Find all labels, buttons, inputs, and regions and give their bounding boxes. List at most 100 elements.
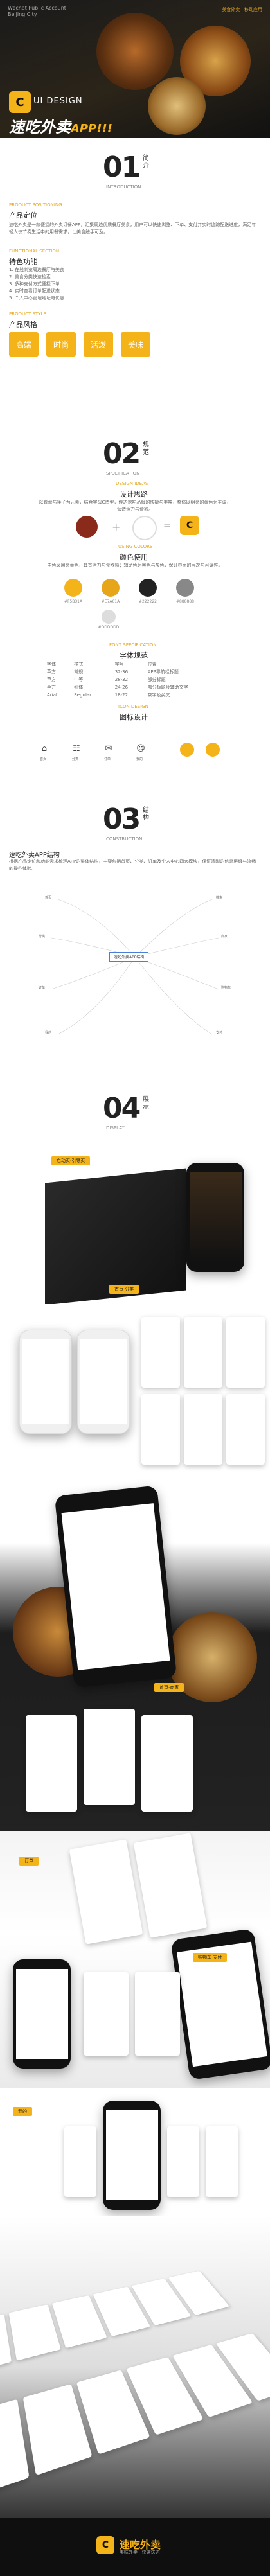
mindmap-title: 速吃外卖APP结构 [9, 852, 60, 859]
color-label: #888888 [176, 599, 194, 604]
mindmap-node: 支付 [216, 1031, 223, 1035]
section-title: 结构 [143, 807, 149, 822]
color-text: 主色采用亮黄色，具有活力与食欲感；辅助色为黑色与灰色，保证界面的层次与可读性。 [47, 563, 223, 568]
screen-card [206, 2126, 238, 2197]
section-en-title: INTRODUCTION [106, 184, 141, 190]
font-header-cell: 字体 [47, 662, 56, 667]
hero-title-app: APP [71, 122, 97, 136]
hero-top-left-line2: Beijing City [8, 12, 37, 17]
font-cell: Arial [47, 693, 57, 698]
screen-card [84, 1709, 135, 1805]
plus-icon: + [112, 521, 121, 533]
phone-screen [22, 1339, 69, 1424]
logo-glyph: C [15, 95, 24, 109]
idea-text: 以餐盘与筷子为元素，结合字母C造型，传达速吃品牌的快捷与美味，整体以明亮的黄色为… [39, 500, 231, 512]
phone-mockup [186, 1163, 244, 1272]
phone-screen [189, 1172, 242, 1262]
screen-card [133, 1833, 208, 1938]
section-en-title: CONSTRUCTION [106, 836, 143, 842]
display-grid [0, 2216, 270, 2518]
phone-mockup [170, 1928, 270, 2080]
screen-card [184, 1317, 222, 1388]
dish-icon [76, 516, 98, 538]
section-en-title: SPECIFICATION [106, 471, 140, 476]
screen-card [226, 1394, 265, 1465]
icon-label: 订单 [104, 757, 111, 761]
category-icon: ☷ [73, 743, 80, 754]
font-cell: 32-36 [114, 669, 129, 675]
footer-logo: C [96, 2536, 114, 2554]
color-label: #222222 [139, 599, 157, 604]
phone-mockup [19, 1330, 72, 1434]
display-section: 04 展示 DISPLAY [0, 1066, 270, 1150]
style-tag: PRODUCT STYLE [9, 312, 46, 317]
function-item: 2. 美食分类快速检索 [9, 274, 51, 279]
style-item: 美味 [121, 332, 150, 357]
phone-mockup [103, 2101, 161, 2210]
display-splash: 启动页·引导页 首页·分类 [0, 1150, 270, 1304]
food-image [148, 77, 206, 135]
font-table-row: 苹方 细体 24-26 部分标题及辅助文字 [45, 684, 231, 691]
phone-screen [105, 2110, 158, 2200]
function-item: 4. 实时查看订单配送状态 [9, 288, 60, 294]
home-icon: ⌂ [41, 743, 48, 754]
intro-section: 01 简介 INTRODUCTION PRODUCT POSITIONING 产… [0, 138, 270, 437]
mindmap-node: 购物车 [221, 986, 231, 990]
screen-card [167, 2126, 199, 2197]
positioning-title: 产品定位 [9, 211, 37, 220]
screen-card [135, 1972, 180, 2056]
function-title: 特色功能 [9, 258, 37, 266]
style-title: 产品风格 [9, 321, 37, 329]
hero-top-left-line1: Wechat Public Account [8, 5, 66, 11]
mindmap-node: 首页 [45, 896, 52, 900]
font-cell: 苹方 [47, 685, 56, 690]
font-table-header: 字体 样式 字号 位置 [45, 660, 231, 668]
hero-title-cn: 速吃外卖 [9, 118, 71, 136]
phone-mockup [54, 1485, 177, 1688]
font-cell: 部分标题 [147, 677, 166, 682]
color-swatch [102, 610, 116, 624]
phone-screen [80, 1339, 127, 1424]
color-label: #F5B31A [64, 599, 83, 604]
splash-mockup-bg [45, 1168, 186, 1304]
idea-title: 设计思路 [120, 490, 148, 498]
display-banner: 首页·商家 [154, 1683, 184, 1692]
screen-card [8, 2304, 61, 2361]
positioning-text: 速吃外卖是一款便捷的外卖订餐APP，汇集周边优质餐厅美食，用户可以快速浏览、下单… [9, 222, 256, 234]
display-banner: 启动页·引导页 [51, 1156, 91, 1165]
screen-card [84, 1972, 129, 2056]
icon-grid: ⌂ ☷ ✉ ☺ 首页 分类 订单 我的 [0, 739, 270, 791]
display-order: 订单 购物车·支付 [0, 1831, 270, 2088]
mindmap-node: 我的 [45, 1031, 52, 1035]
font-cell: APP导航栏标题 [147, 669, 179, 675]
screen-card [64, 2126, 96, 2197]
footer-slogan: 美味外卖 · 快速送达 [120, 2550, 160, 2555]
section-title: 简介 [143, 155, 149, 170]
logo-result-icon: C [180, 516, 199, 535]
hero-section: Wechat Public Account Beijing City 美食外卖 … [0, 0, 270, 138]
section-number: 02 [103, 437, 141, 470]
font-icon-section: FONT SPECIFICATION 字体规范 字体 样式 字号 位置 苹方 常… [0, 642, 270, 739]
logo-glyph: C [102, 2540, 109, 2550]
phone-screen [15, 1969, 68, 2059]
section-number: 03 [103, 803, 141, 836]
color-swatch [176, 579, 194, 597]
display-profile: 我的 [0, 2088, 270, 2216]
screen-card [141, 1394, 180, 1465]
mindmap-text: 根据产品定位和功能需求梳理APP的整体结构，主要包括首页、分类、订单及个人中心四… [9, 859, 256, 871]
section-title: 展示 [143, 1096, 149, 1111]
section-en-title: DISPLAY [106, 1125, 125, 1131]
plate-icon [132, 516, 157, 540]
icon-label: 首页 [40, 757, 47, 761]
spec-section: 02 规范 SPECIFICATION DESIGN IDEAS 设计思路 以餐… [0, 437, 270, 643]
mindmap-node: 商家 [221, 935, 228, 939]
phone-mockup [77, 1330, 130, 1434]
font-table: 字体 样式 字号 位置 苹方 常规 32-36 APP导航栏标题 苹方 中等 2… [45, 660, 231, 699]
mindmap-node: 分类 [39, 935, 46, 939]
color-swatch [102, 579, 120, 597]
font-cell: 部分标题及辅助文字 [147, 685, 188, 690]
hero-title: 速吃外卖APP!!! [9, 114, 113, 137]
display-banner: 我的 [13, 2107, 32, 2116]
font-header-cell: 样式 [74, 662, 84, 667]
